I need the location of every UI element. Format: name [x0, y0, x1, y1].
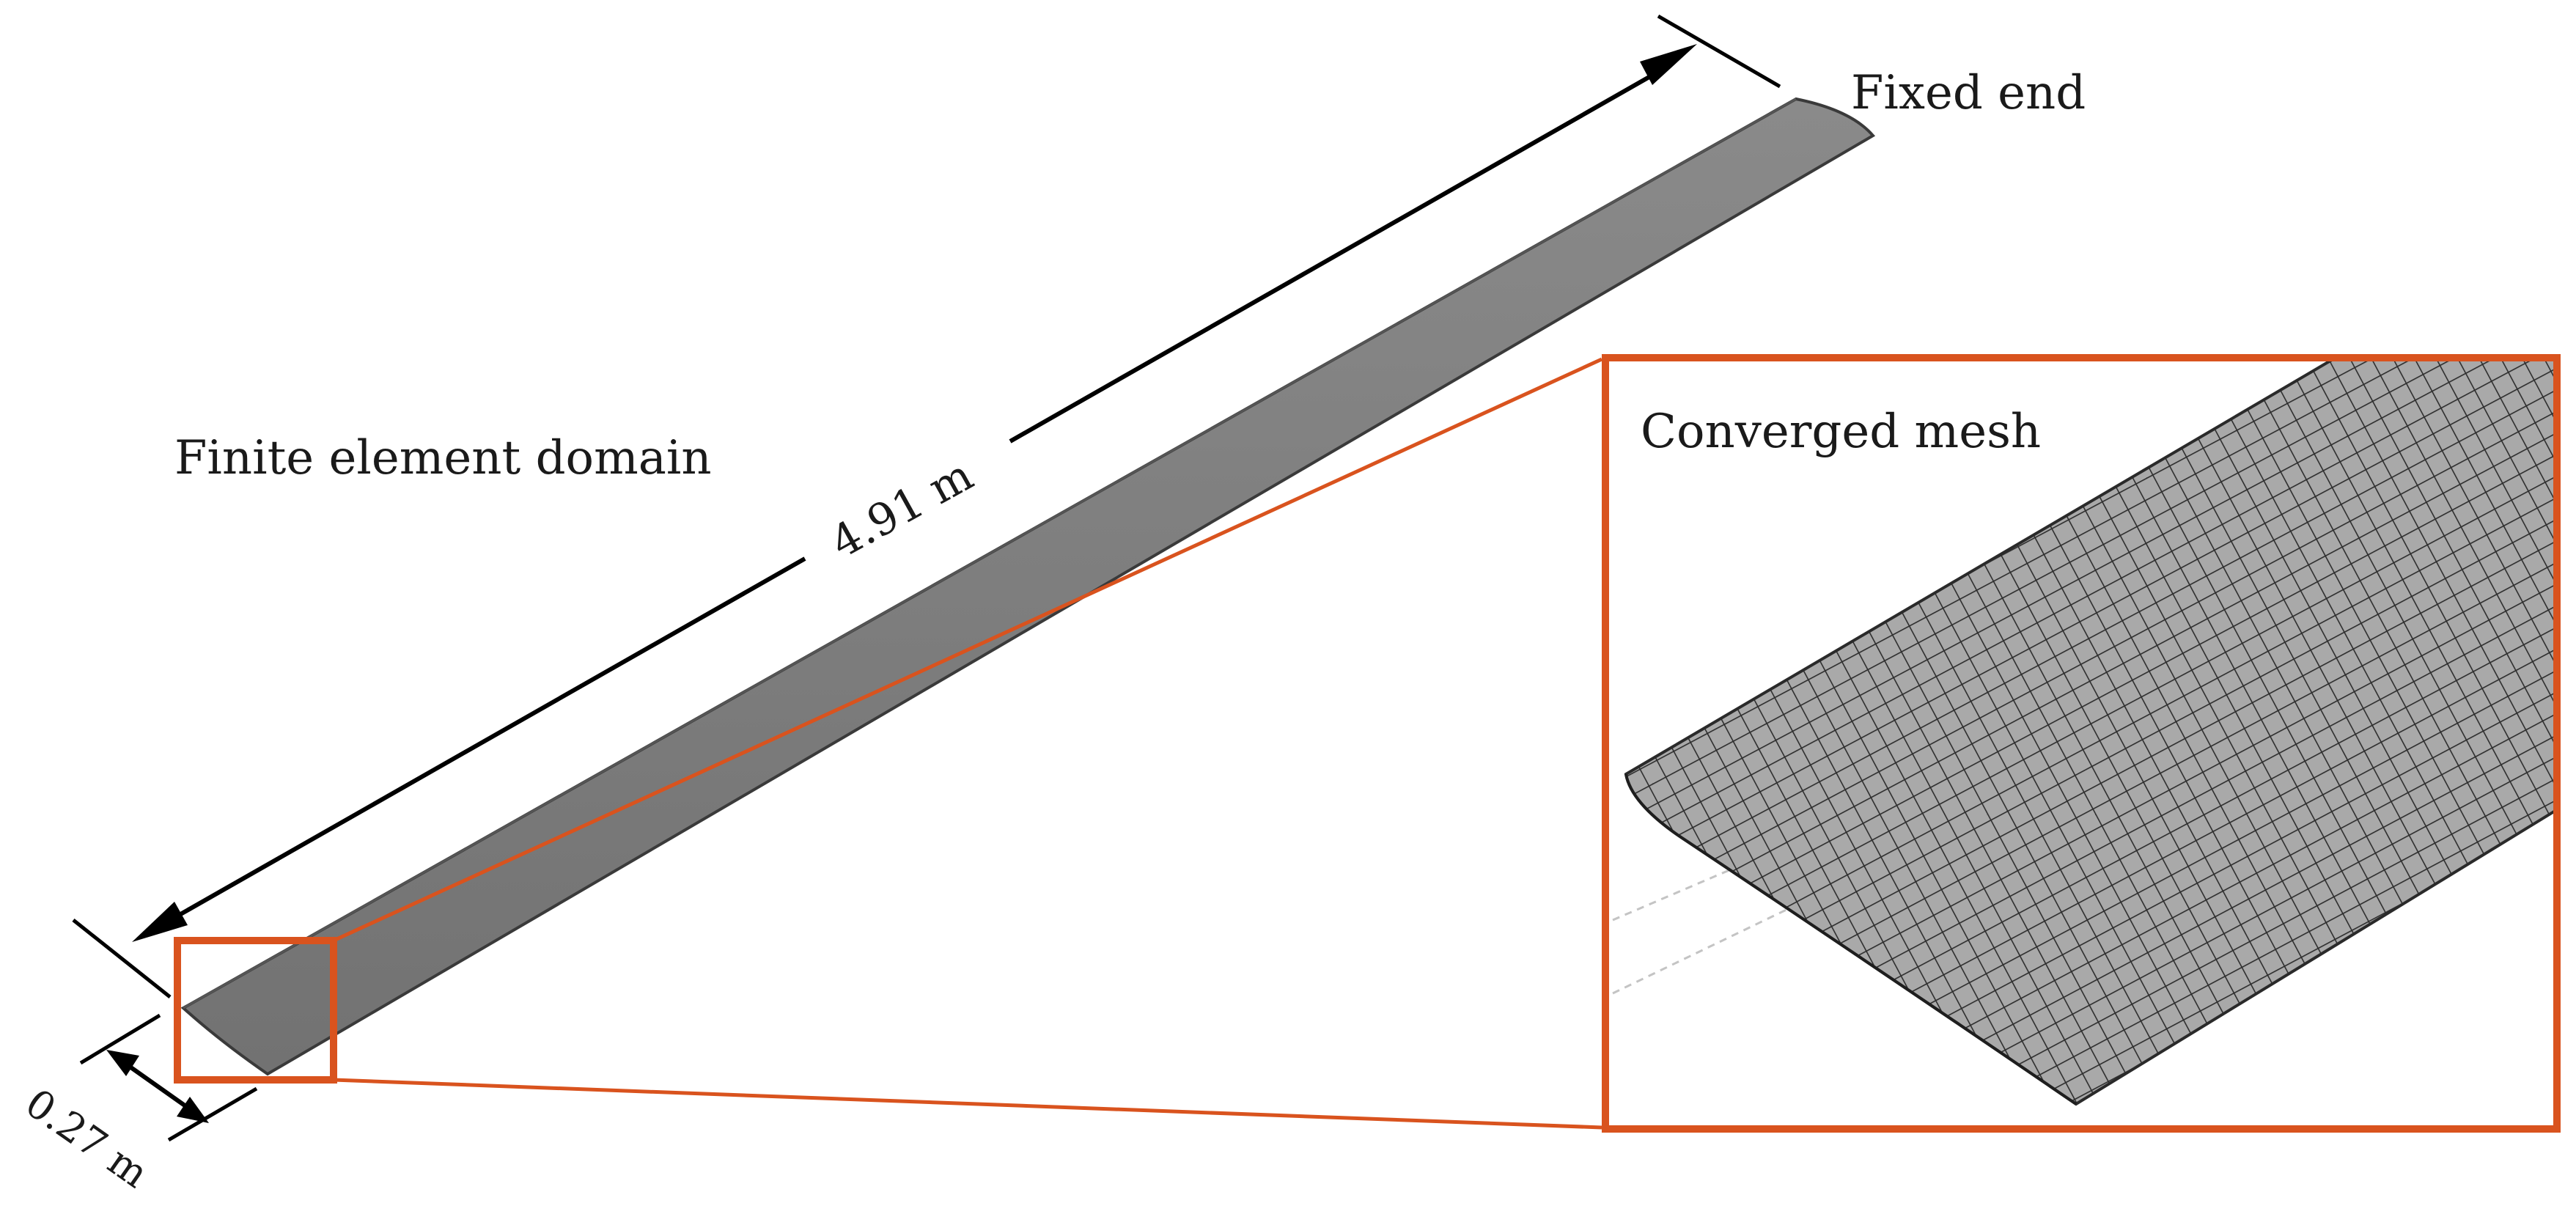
callout-connector-bottom [333, 1078, 1602, 1130]
length-arrowhead-root [1640, 44, 1697, 85]
highlight-box [174, 937, 337, 1084]
length-label: 4.91 m [823, 449, 982, 569]
chord-label: 0.27 m [17, 1080, 157, 1197]
length-extension-tip [72, 919, 172, 998]
zoom-callout [174, 357, 1603, 1130]
inset-frame [1602, 354, 2561, 1133]
length-dimension-line-lower [160, 556, 806, 927]
blade-domain [180, 97, 1876, 1076]
chord-dimension-line [123, 1061, 194, 1113]
length-dimension [72, 14, 1781, 998]
length-dimension-line-upper [1009, 70, 1660, 444]
length-arrowhead-tip [132, 902, 188, 942]
fixed-end-label: Fixed end [1851, 66, 2086, 120]
blade-surface [180, 97, 1876, 1076]
mesh-leading-edge [1624, 773, 2078, 1106]
inset-guide-line-a [1612, 840, 1797, 921]
mesh-label: Converged mesh [1641, 405, 2041, 459]
domain-label: Finite element domain [174, 431, 712, 485]
inset-guide-line-b [1612, 897, 1811, 995]
chord-extension-b [167, 1086, 258, 1142]
chord-arrowhead-a [106, 1050, 139, 1076]
mesh-inset [1602, 354, 2561, 1133]
length-extension-root [1657, 14, 1781, 89]
chord-arrowhead-b [177, 1097, 209, 1123]
callout-connector-top [332, 357, 1603, 943]
chord-dimension [79, 1013, 258, 1142]
chord-extension-a [79, 1013, 161, 1065]
blade-leading-edge [183, 98, 1797, 1009]
